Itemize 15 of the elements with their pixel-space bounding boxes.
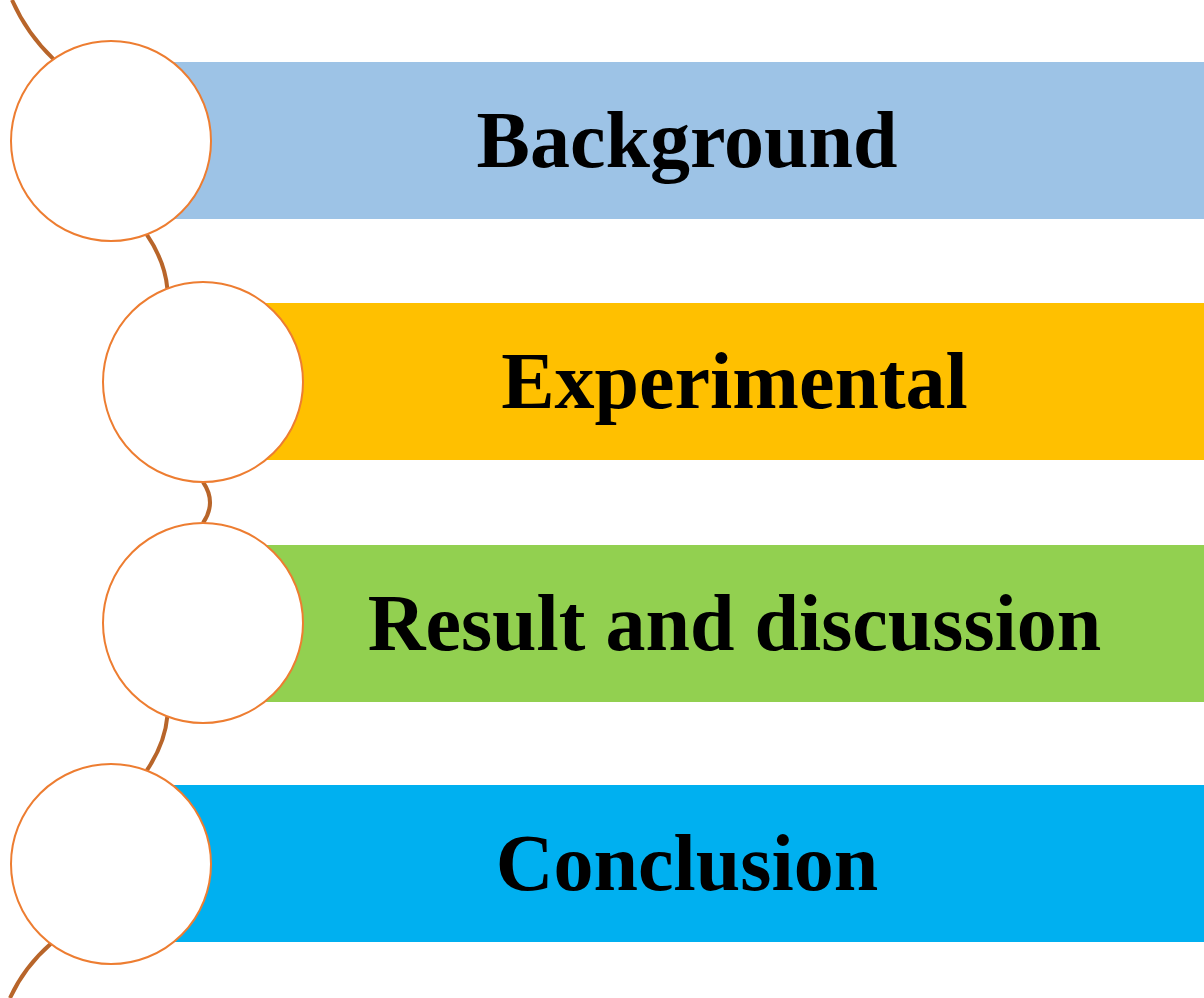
connector-line: [10, 0, 55, 61]
connector-line: [145, 233, 170, 289]
section-title: Background: [476, 95, 898, 186]
connector-line: [201, 480, 212, 525]
circle-marker: [102, 281, 304, 483]
section-title: Experimental: [501, 336, 968, 427]
connector-line: [145, 716, 170, 772]
circle-marker: [10, 763, 212, 965]
circle-marker: [102, 522, 304, 724]
section-title: Result and discussion: [367, 578, 1102, 669]
connector-line: [8, 942, 53, 998]
section-title: Conclusion: [495, 818, 879, 909]
banner-bar: [265, 303, 1204, 460]
banner-bar: [265, 545, 1204, 702]
circle-marker: [10, 40, 212, 242]
